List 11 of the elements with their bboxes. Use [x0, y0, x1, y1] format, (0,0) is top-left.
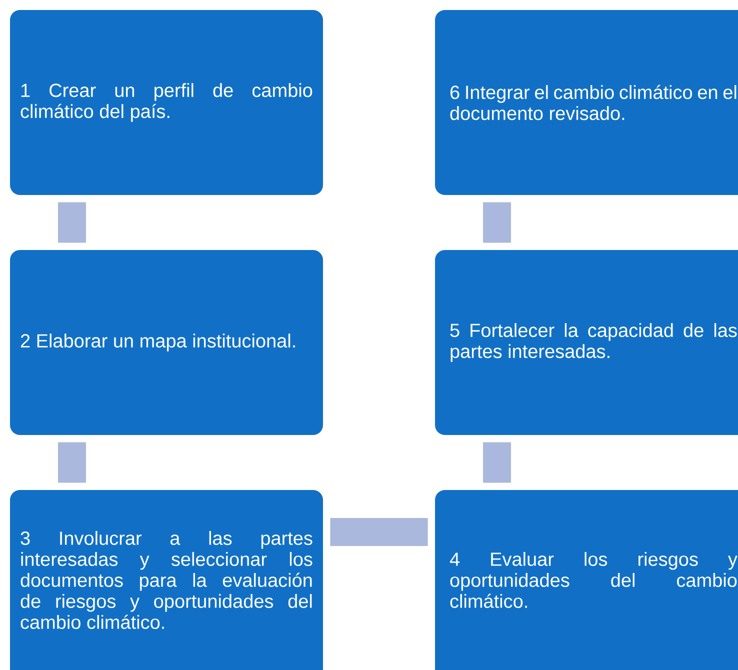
connector-bar: [483, 202, 511, 243]
process-box: 5 Fortalecer la capacidad de las partes interesadas.: [435, 250, 738, 435]
process-box: 3 Involucrar a las partes interesadas y seleccionar los documentos para la evaluación de riesgos y oportunidades del cambio climático.: [10, 490, 323, 670]
connector-bar: [330, 518, 428, 546]
process-box: 2 Elaborar un mapa institucional.: [10, 250, 323, 435]
process-box: 1 Crear un perfil de cambio climático del país.: [10, 10, 323, 195]
connector-bar: [483, 442, 511, 483]
connector-bar: [58, 442, 86, 483]
process-box: 6 Integrar el cambio climático en el documento revisado.: [435, 10, 738, 195]
connector-bar: [58, 202, 86, 243]
process-box: 4 Evaluar los riesgos y oportunidades del cambio climático.: [435, 490, 738, 670]
